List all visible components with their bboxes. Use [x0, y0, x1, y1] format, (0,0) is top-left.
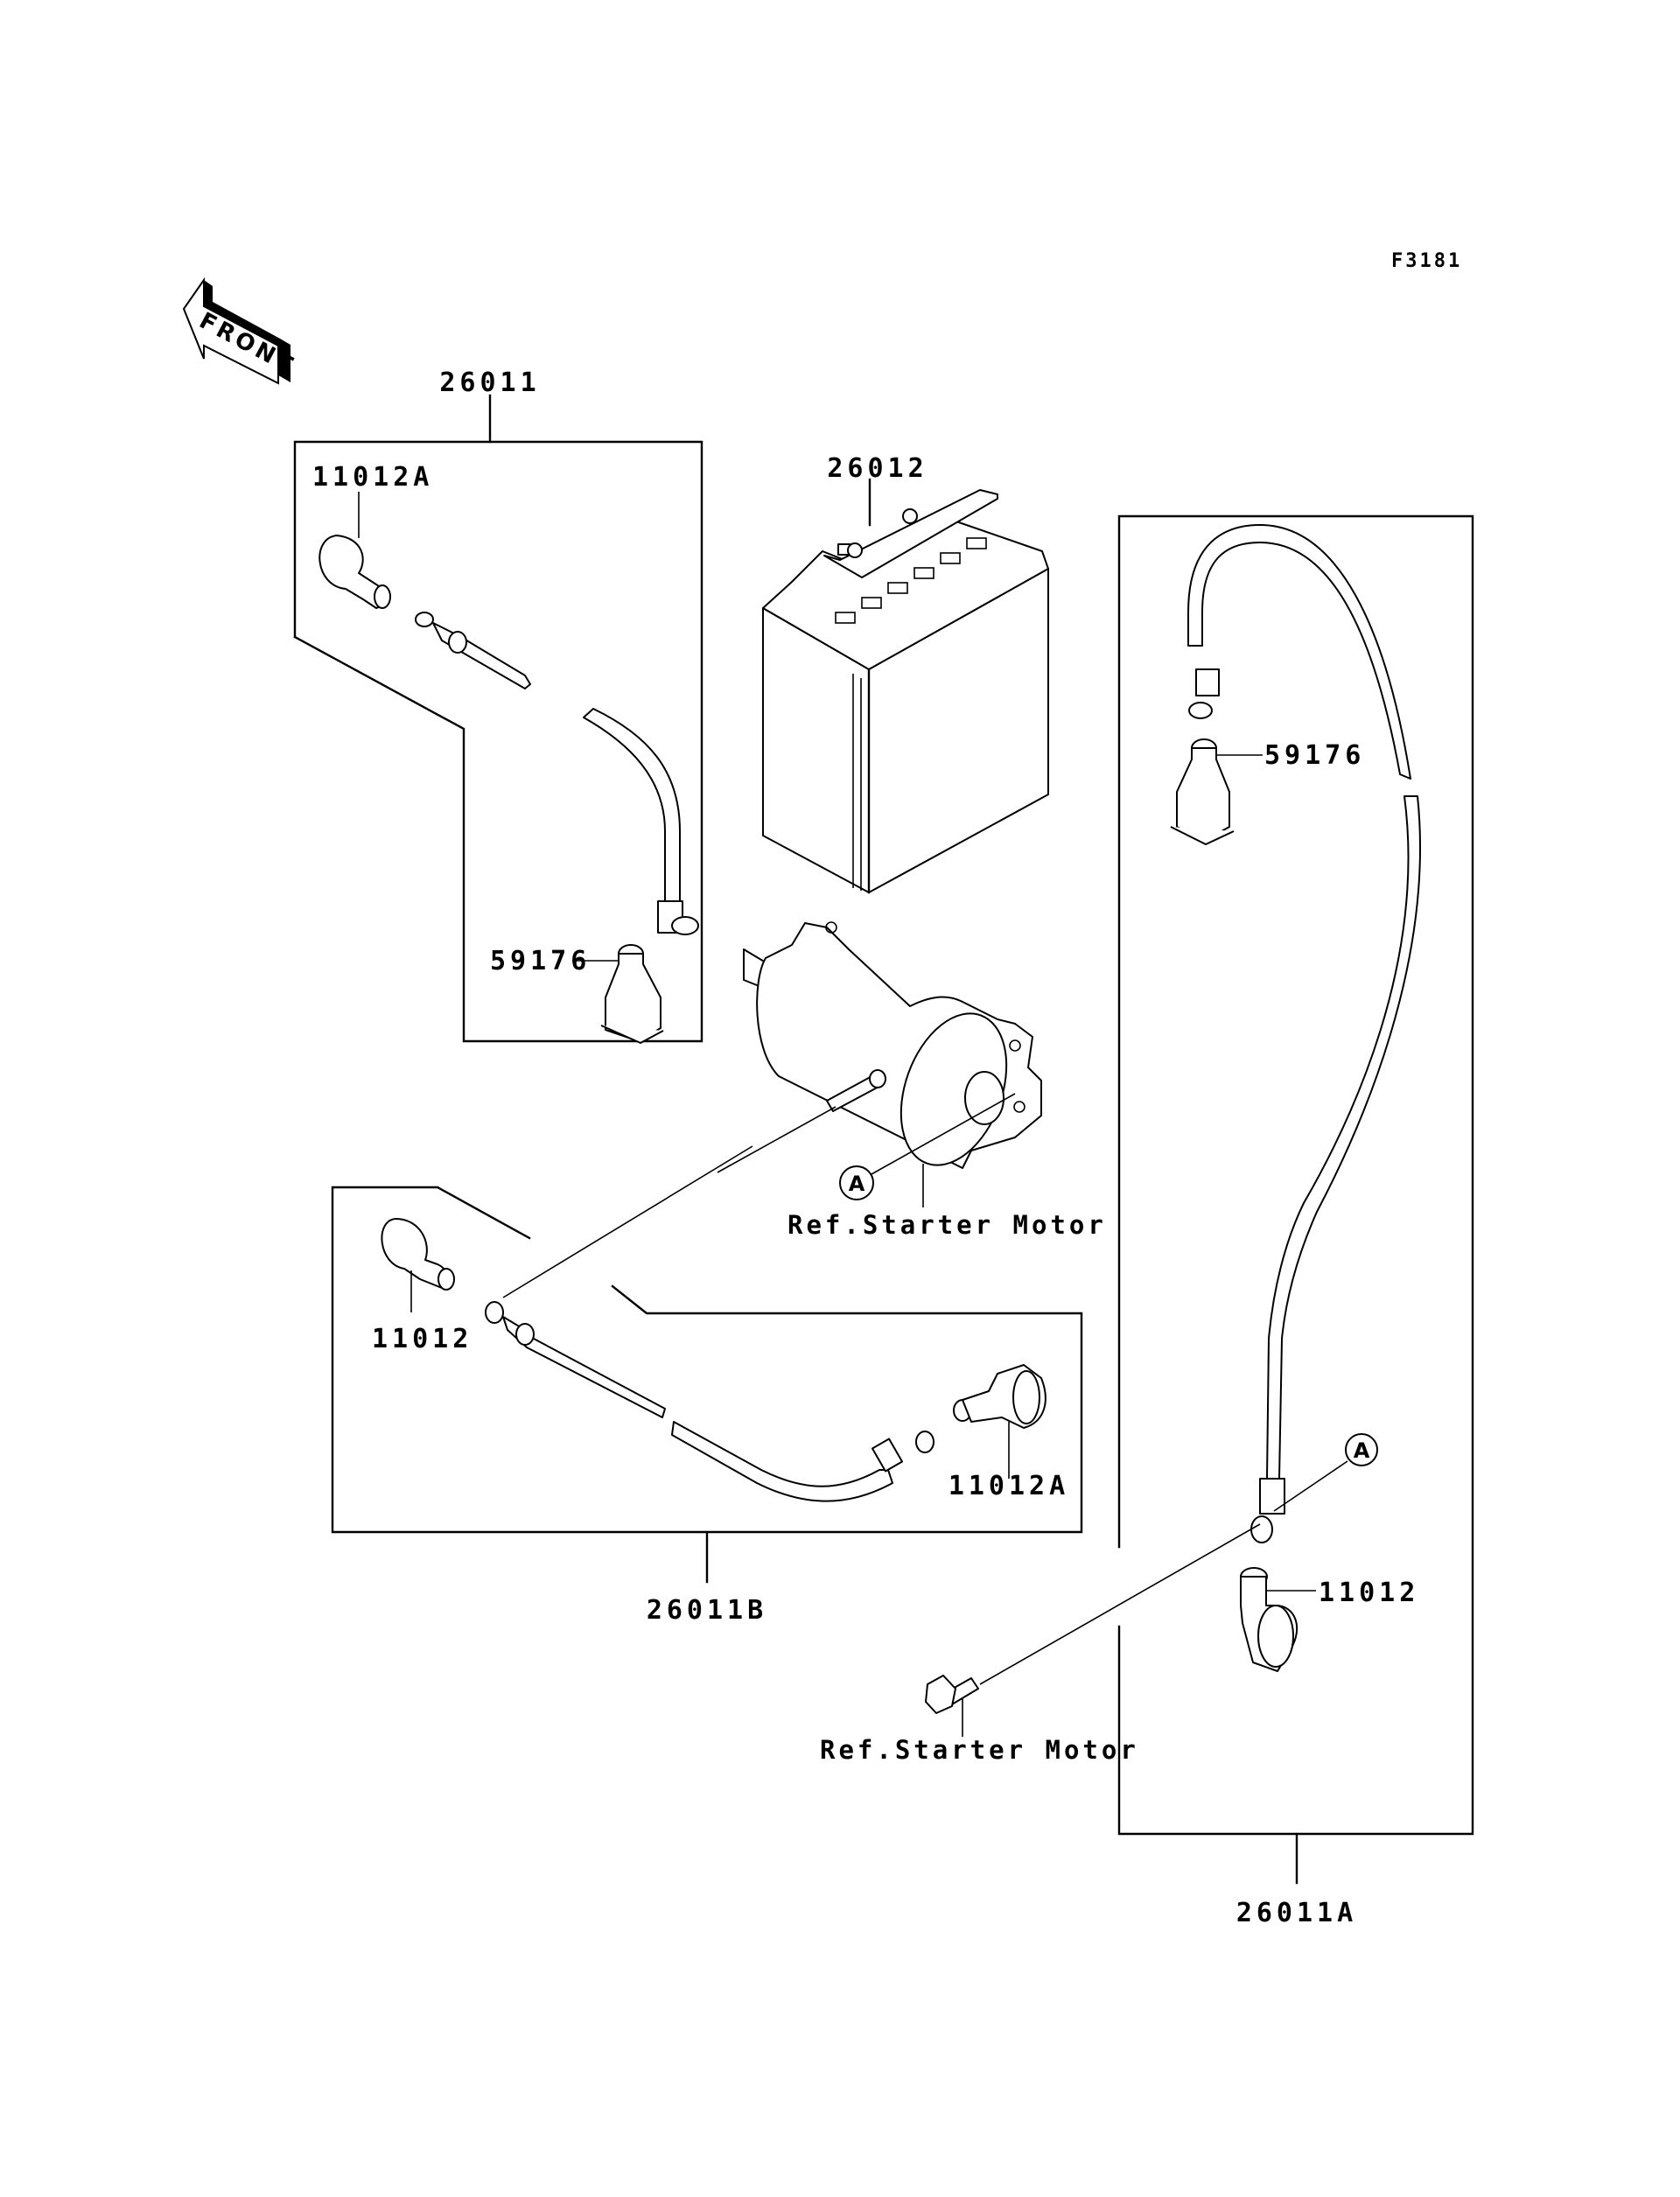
starter-leader-line-lower: [979, 1523, 1261, 1685]
label-11012A-lower: 11012A: [948, 1471, 1069, 1501]
cable-end-lower-icon: [485, 1301, 666, 1418]
reference-marker-a-upper: A: [839, 1165, 874, 1200]
svg-text:A: A: [849, 1172, 865, 1196]
assembly-26011A: 26011A 59176 A 11012: [1117, 514, 1474, 1928]
label-26011A: 26011A: [1236, 1898, 1357, 1928]
rubber-boot-59176-icon: [600, 944, 664, 1044]
label-11012A-upper: 11012A: [312, 462, 433, 493]
terminal-cap-11012A-icon: [318, 535, 391, 609]
label-59176-upper: 59176: [490, 946, 591, 976]
bolt-lower-icon: [925, 1675, 979, 1714]
assembly-26011-frame: [293, 440, 704, 1043]
assembly-26011: 26011 11012A 59176: [293, 367, 704, 1044]
label-26011B: 26011B: [647, 1595, 767, 1626]
rubber-boot-59176-right-icon: [1170, 738, 1235, 845]
cable-arc-icon: [1187, 524, 1411, 780]
figure-id: F3181: [1391, 250, 1462, 272]
reference-marker-a-right: A: [1345, 1433, 1378, 1466]
ring-terminal-icon: [657, 900, 699, 935]
ring-terminal-right-icon: [1188, 668, 1220, 719]
terminal-cap-11012-icon: [381, 1218, 455, 1291]
assembly-26011B: 26011B 11012 11012A: [331, 1145, 1083, 1626]
ref-starter-motor-lower: Ref.Starter Motor: [820, 1735, 1139, 1765]
label-59176-right: 59176: [1264, 740, 1365, 771]
label-11012-right: 11012: [1319, 1578, 1419, 1608]
cable-end-upper-icon: [415, 612, 531, 689]
battery-26012: 26012: [762, 453, 1049, 894]
cable-leader-line: [502, 1145, 753, 1298]
ref-starter-motor-upper: Ref.Starter Motor: [788, 1210, 1107, 1240]
cable-long-icon: [1266, 795, 1421, 1480]
cable-segment-icon: [583, 708, 681, 911]
svg-text:A: A: [1354, 1438, 1370, 1463]
starter-motor-icon: [743, 921, 1042, 1169]
assembly-26011A-frame: [1117, 514, 1474, 1836]
terminal-cap-11012A-lower-icon: [953, 1364, 1046, 1429]
battery-icon: [762, 489, 1049, 894]
label-26011: 26011: [439, 367, 540, 398]
label-11012-lower: 11012: [372, 1324, 472, 1354]
ring-terminal-lower-icon: [871, 1431, 934, 1473]
bolt-icon: [826, 1069, 886, 1112]
cable-curve-icon: [671, 1421, 893, 1502]
label-26012: 26012: [827, 453, 928, 484]
front-arrow-icon: FRONT: [182, 276, 299, 385]
ring-terminal-bottom-icon: [1250, 1478, 1285, 1543]
terminal-cap-11012-right-icon: [1240, 1567, 1298, 1672]
starter-leader-line: [717, 1106, 836, 1173]
